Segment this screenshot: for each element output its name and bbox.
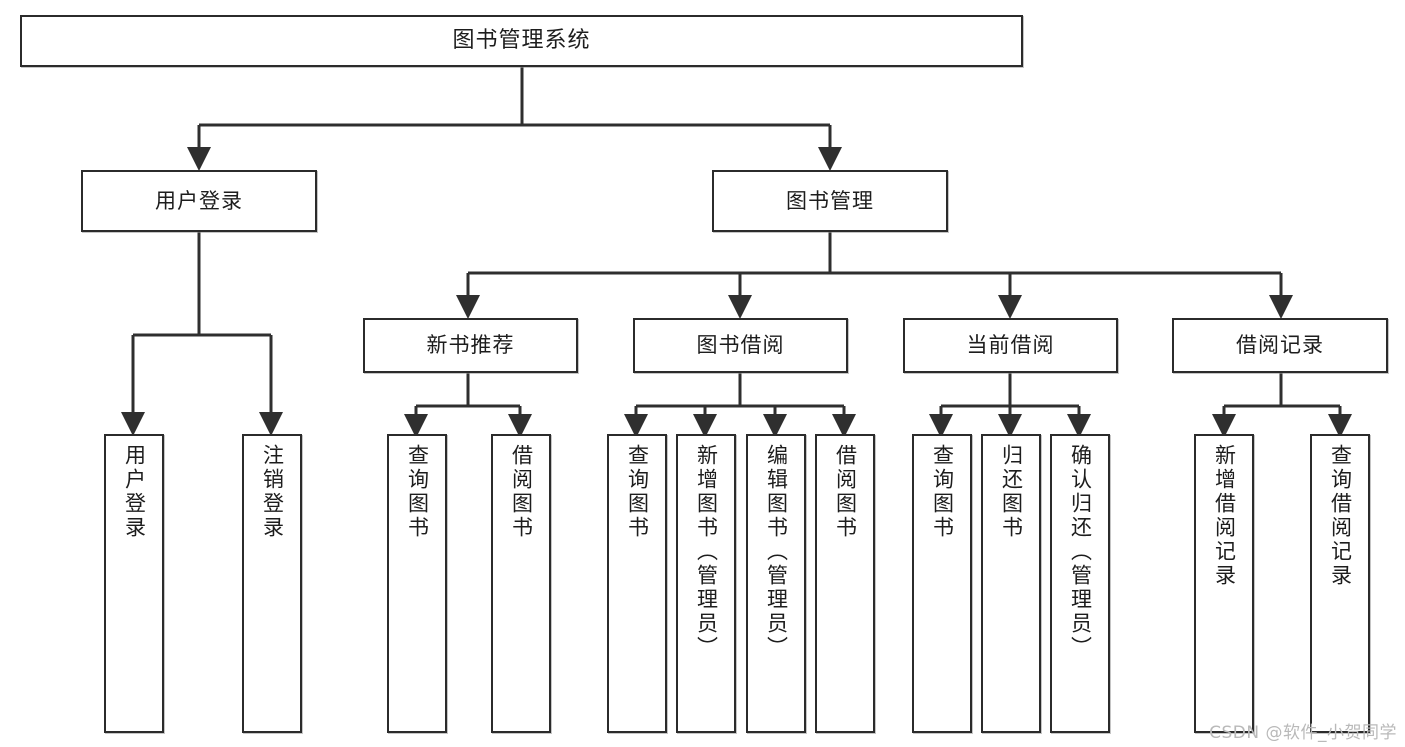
leaf-user-login-logout[interactable]: 注销登录 [242, 434, 302, 733]
leaf-new-book-borrow-label: 借阅图书 [509, 444, 534, 540]
node-book-management[interactable]: 图书管理 [712, 170, 948, 232]
node-root-label: 图书管理系统 [452, 28, 591, 54]
node-new-book-recommend[interactable]: 新书推荐 [363, 318, 578, 373]
leaf-borrow-record-query[interactable]: 查询借阅记录 [1310, 434, 1370, 733]
leaf-book-borrow-query[interactable]: 查询图书 [607, 434, 667, 733]
node-new-book-recommend-label: 新书推荐 [426, 333, 515, 358]
leaf-new-book-query[interactable]: 查询图书 [387, 434, 447, 733]
leaf-book-borrow-add[interactable]: 新增图书（管理员） [676, 434, 736, 733]
leaf-current-borrow-return[interactable]: 归还图书 [981, 434, 1041, 733]
leaf-current-borrow-confirm[interactable]: 确认归还（管理员） [1050, 434, 1110, 733]
leaf-user-login-logout-label: 注销登录 [260, 444, 285, 540]
leaf-current-borrow-query-label: 查询图书 [930, 444, 955, 540]
node-book-borrow-label: 图书借阅 [696, 333, 785, 358]
leaf-borrow-record-query-label: 查询借阅记录 [1328, 444, 1353, 588]
node-user-login-label: 用户登录 [155, 188, 243, 213]
leaf-user-login-login[interactable]: 用户登录 [104, 434, 164, 733]
leaf-book-borrow-query-label: 查询图书 [625, 444, 650, 540]
leaf-book-borrow-edit-label: 编辑图书（管理员） [764, 444, 789, 660]
watermark: CSDN @软件_小贺同学 [1209, 723, 1397, 743]
node-book-management-label: 图书管理 [786, 188, 874, 213]
leaf-current-borrow-confirm-label: 确认归还（管理员） [1068, 444, 1093, 660]
node-root[interactable]: 图书管理系统 [20, 15, 1023, 67]
node-current-borrow-label: 当前借阅 [966, 333, 1055, 358]
leaf-book-borrow-add-label: 新增图书（管理员） [694, 444, 719, 660]
leaf-book-borrow-borrow[interactable]: 借阅图书 [815, 434, 875, 733]
node-current-borrow[interactable]: 当前借阅 [903, 318, 1118, 373]
node-borrow-record[interactable]: 借阅记录 [1172, 318, 1388, 373]
leaf-new-book-query-label: 查询图书 [405, 444, 430, 540]
node-book-borrow[interactable]: 图书借阅 [633, 318, 848, 373]
leaf-book-borrow-edit[interactable]: 编辑图书（管理员） [746, 434, 806, 733]
leaf-new-book-borrow[interactable]: 借阅图书 [491, 434, 551, 733]
leaf-borrow-record-add-label: 新增借阅记录 [1212, 444, 1237, 588]
leaf-user-login-login-label: 用户登录 [122, 444, 147, 540]
leaf-book-borrow-borrow-label: 借阅图书 [833, 444, 858, 540]
leaf-current-borrow-query[interactable]: 查询图书 [912, 434, 972, 733]
leaf-current-borrow-return-label: 归还图书 [999, 444, 1024, 540]
node-user-login[interactable]: 用户登录 [81, 170, 317, 232]
node-borrow-record-label: 借阅记录 [1236, 333, 1324, 358]
leaf-borrow-record-add[interactable]: 新增借阅记录 [1194, 434, 1254, 733]
